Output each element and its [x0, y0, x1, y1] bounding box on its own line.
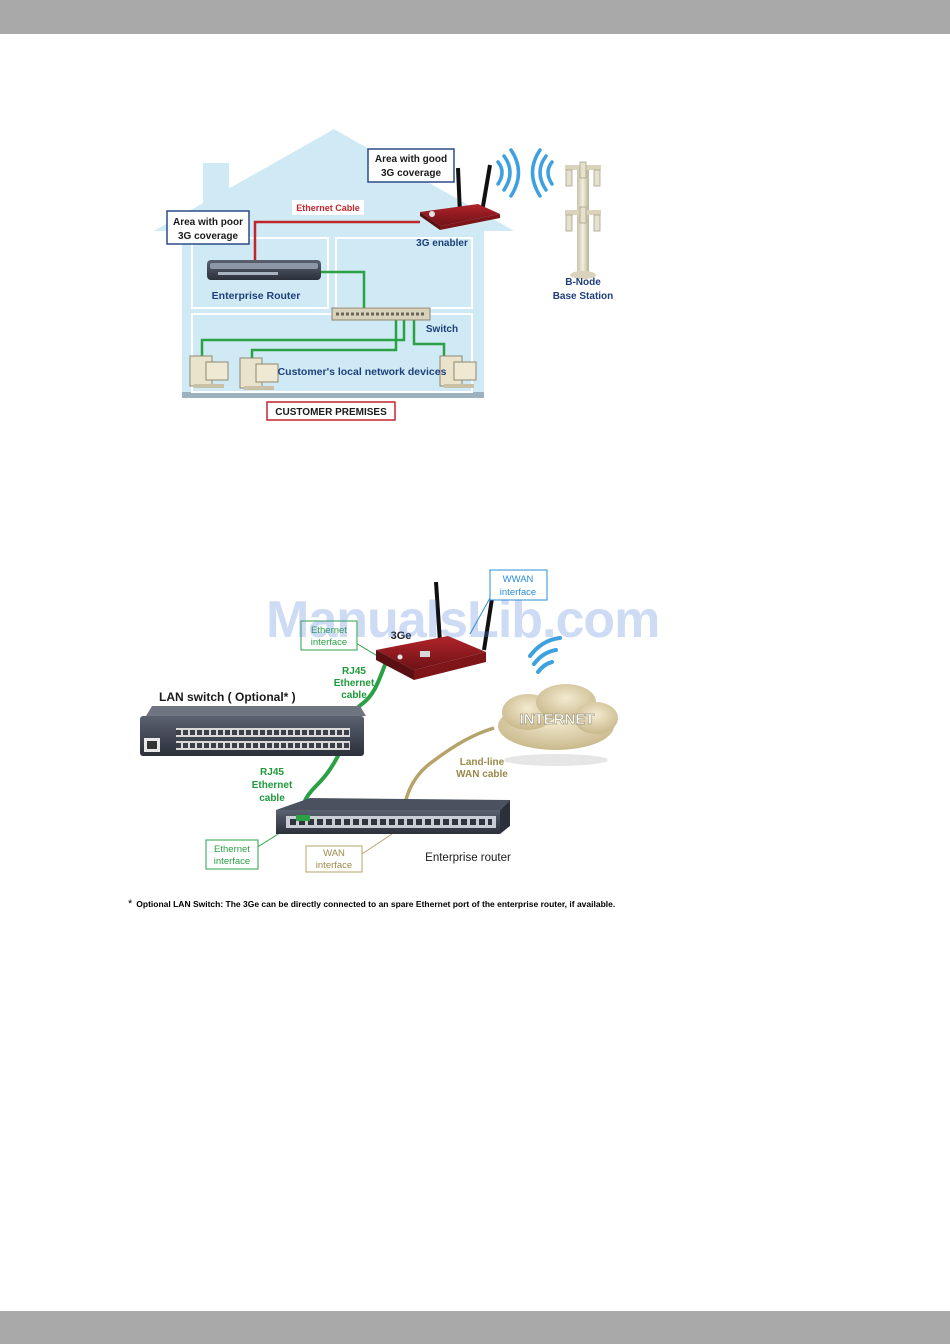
- eth-top-callout-line2: interface: [311, 637, 347, 648]
- switch-device: [331, 307, 431, 321]
- ethernet-cable-label-box: [292, 200, 364, 215]
- diagram-customer-premises: Area with good 3G coverage Area with poo…: [146, 126, 614, 421]
- footnote-mark: *: [128, 898, 133, 910]
- callout-good-coverage-line2: 3G coverage: [381, 168, 441, 179]
- local-devices-label: Customer's local network devices: [278, 366, 447, 378]
- bnode-label-line1: B-Node: [565, 277, 601, 288]
- 3ge-device-label: 3Ge: [391, 630, 412, 642]
- cable-router-switch: [318, 270, 366, 308]
- rj45-top-line1: RJ45: [342, 666, 366, 677]
- cable-switch-pc3: [412, 318, 446, 364]
- ethernet-cable-red: [253, 220, 420, 262]
- wifi-waves-tower: [530, 148, 554, 198]
- internet-label: INTERNET: [520, 711, 595, 728]
- footnote-text: Optional LAN Switch: The 3Ge can be dire…: [136, 899, 616, 909]
- watermark: ManualsLib.com: [266, 591, 660, 649]
- lan-switch-device: [140, 706, 366, 756]
- enterprise-router-device: [207, 260, 321, 280]
- landline-line2: WAN cable: [456, 769, 508, 780]
- wwan-callout-box: [489, 569, 548, 601]
- wifi-waves-internet: [528, 636, 562, 674]
- diagram-connection: INTERNET WWAN interface: [140, 569, 618, 873]
- switch-label: Switch: [426, 324, 458, 335]
- rj45-bot-line3: cable: [259, 793, 285, 804]
- lan-switch-label: LAN switch ( Optional* ): [159, 690, 296, 704]
- wan-callout-line1: WAN: [323, 848, 345, 859]
- eth-bot-callout-line1: Ethernet: [214, 844, 250, 855]
- eth-bot-callout-box: [205, 839, 259, 870]
- eth-bot-callout-line2: interface: [214, 856, 250, 867]
- enterprise-router-device-2: [276, 798, 510, 834]
- enterprise-router-label-2: Enterprise router: [425, 852, 511, 864]
- cable-switch-pc1: [200, 318, 406, 360]
- wwan-callout-line1: WWAN: [503, 574, 534, 585]
- rj45-top-line2: Ethernet: [334, 678, 375, 689]
- internet-cloud: [498, 684, 618, 766]
- ethernet-cable-label: Ethernet Cable: [296, 203, 360, 213]
- enterprise-router-label: Enterprise Router: [212, 290, 301, 302]
- footnote: *Optional LAN Switch: The 3Ge can be dir…: [128, 898, 615, 910]
- wan-leader-line: [361, 833, 393, 855]
- callout-good-coverage-line1: Area with good: [375, 154, 447, 165]
- cable-switch-pc2: [250, 318, 398, 364]
- eth-top-callout-line1: Ethernet: [311, 625, 347, 636]
- bnode-tower: [565, 161, 601, 279]
- rj45-bot-line2: Ethernet: [252, 780, 293, 791]
- header-band: [0, 0, 950, 34]
- 3ge-device: [376, 581, 495, 680]
- wan-callout-line2: interface: [316, 860, 352, 871]
- premises-label-box: [266, 401, 396, 421]
- pc-icon: [239, 357, 279, 390]
- premises-label: CUSTOMER PREMISES: [275, 407, 387, 418]
- callout-poor-coverage-line1: Area with poor: [173, 217, 243, 228]
- enabler-label: 3G enabler: [416, 238, 468, 249]
- house-shadow: [182, 392, 484, 398]
- rj45-bot-line1: RJ45: [260, 767, 284, 778]
- callout-good-coverage-box: [367, 148, 455, 183]
- pc-icon: [439, 355, 477, 388]
- callout-poor-coverage-line2: 3G coverage: [178, 231, 238, 242]
- callout-poor-coverage-box: [166, 210, 250, 245]
- footer-band: [0, 1311, 950, 1344]
- wan-callout-box: [305, 845, 363, 873]
- wwan-callout-line2: interface: [500, 587, 536, 598]
- rj45-top-line3: cable: [341, 690, 367, 701]
- pc-icon: [189, 355, 229, 388]
- wwan-leader-line: [469, 597, 491, 635]
- enabler-device: [420, 164, 500, 230]
- wifi-waves-enabler: [496, 148, 521, 198]
- eth-top-callout-box: [300, 620, 358, 651]
- landline-line1: Land-line: [460, 757, 505, 768]
- house-chimney: [203, 163, 229, 203]
- bnode-label-line2: Base Station: [553, 291, 614, 302]
